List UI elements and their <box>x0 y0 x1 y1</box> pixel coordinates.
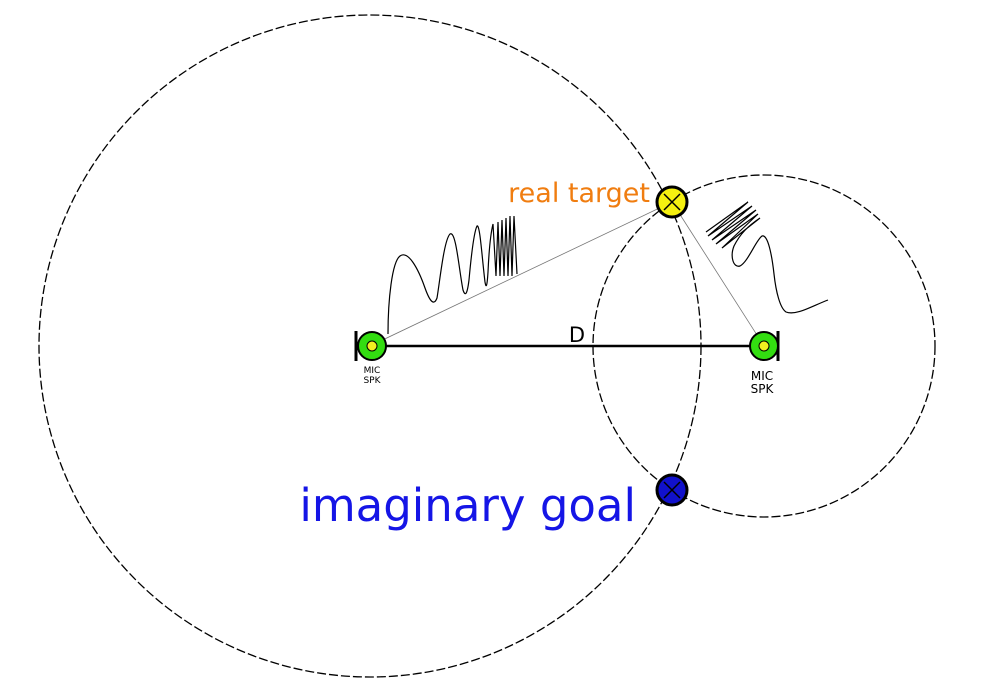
imaginary-goal-label: imaginary goal <box>299 479 636 532</box>
left-spk-label: SPK <box>363 376 381 386</box>
real-target-marker <box>655 185 689 219</box>
real-target-label: real target <box>508 178 650 209</box>
left-sensor <box>354 331 387 361</box>
left-mic-label: MIC <box>364 366 381 376</box>
right-chirp-waveform <box>705 201 829 314</box>
right-mic-label: MIC <box>751 369 773 383</box>
right-sight-line <box>671 201 765 347</box>
right-spk-label: SPK <box>751 382 775 396</box>
left-chirp-waveform <box>387 215 518 335</box>
imaginary-goal-marker <box>655 473 689 507</box>
right-sensor <box>749 331 780 361</box>
left-sight-line <box>369 201 673 347</box>
baseline-label: D <box>569 323 585 347</box>
